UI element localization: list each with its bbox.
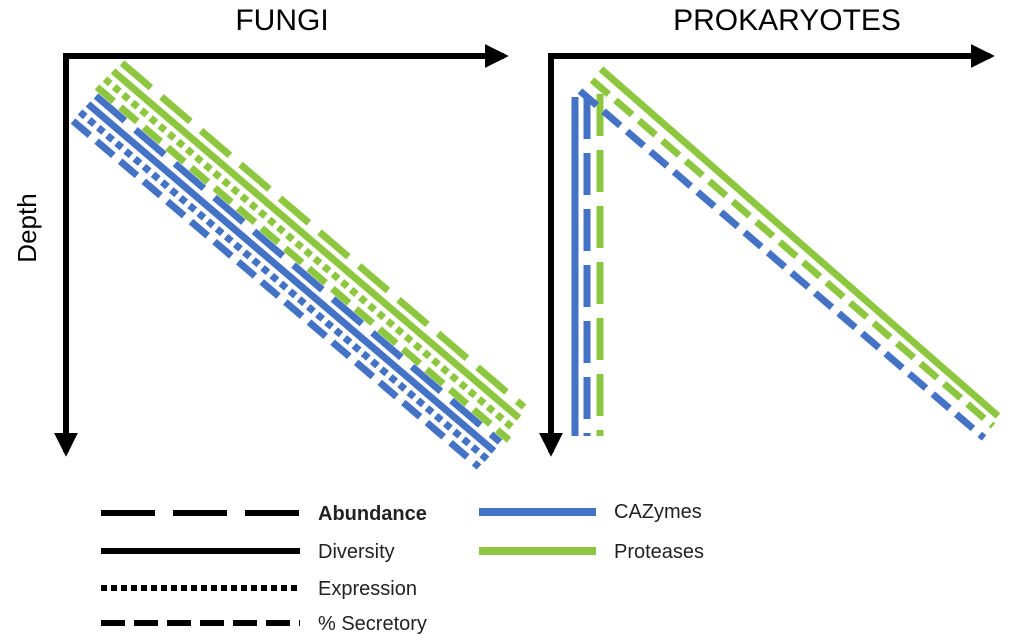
fungi-lines: [70, 60, 527, 470]
legend-line-styles: Abundance Diversity Expression % Secreto…: [101, 503, 427, 635]
legend-label-cazymes: CAZymes: [614, 501, 702, 523]
legend-label-proteases: Proteases: [614, 541, 704, 563]
panel-title-fungi: FUNGI: [235, 4, 328, 37]
legend-label-diversity: Diversity: [318, 541, 395, 563]
prok-proteases-diagonal-solid: [598, 66, 1001, 419]
legend-label-abundance: Abundance: [318, 503, 427, 525]
fungi-proteases-secretory: [94, 84, 512, 443]
fungi-cazymes-secretory: [70, 118, 482, 470]
prok-proteases-diagonal-dashed: [589, 77, 996, 429]
fungi-proteases-diversity: [110, 68, 522, 421]
y-axis-label: Depth: [12, 193, 42, 262]
legend-colors: CAZymes Proteases: [479, 501, 704, 563]
prokaryote-lines: [571, 66, 1001, 441]
prok-cazymes-diagonal-dashed: [577, 88, 987, 441]
axes-prokaryotes: [539, 44, 995, 457]
legend-label-secretory: % Secretory: [318, 613, 427, 635]
fungi-proteases-abundance: [119, 60, 527, 410]
fungi-cazymes-expression: [77, 109, 491, 463]
fungi-proteases-expression: [102, 76, 517, 432]
legend-label-expression: Expression: [318, 578, 417, 600]
fungi-cazymes-diversity: [85, 101, 497, 454]
fungi-cazymes-abundance: [93, 93, 503, 445]
axes-fungi: [54, 44, 509, 457]
panel-title-prokaryotes: PROKARYOTES: [673, 4, 901, 37]
